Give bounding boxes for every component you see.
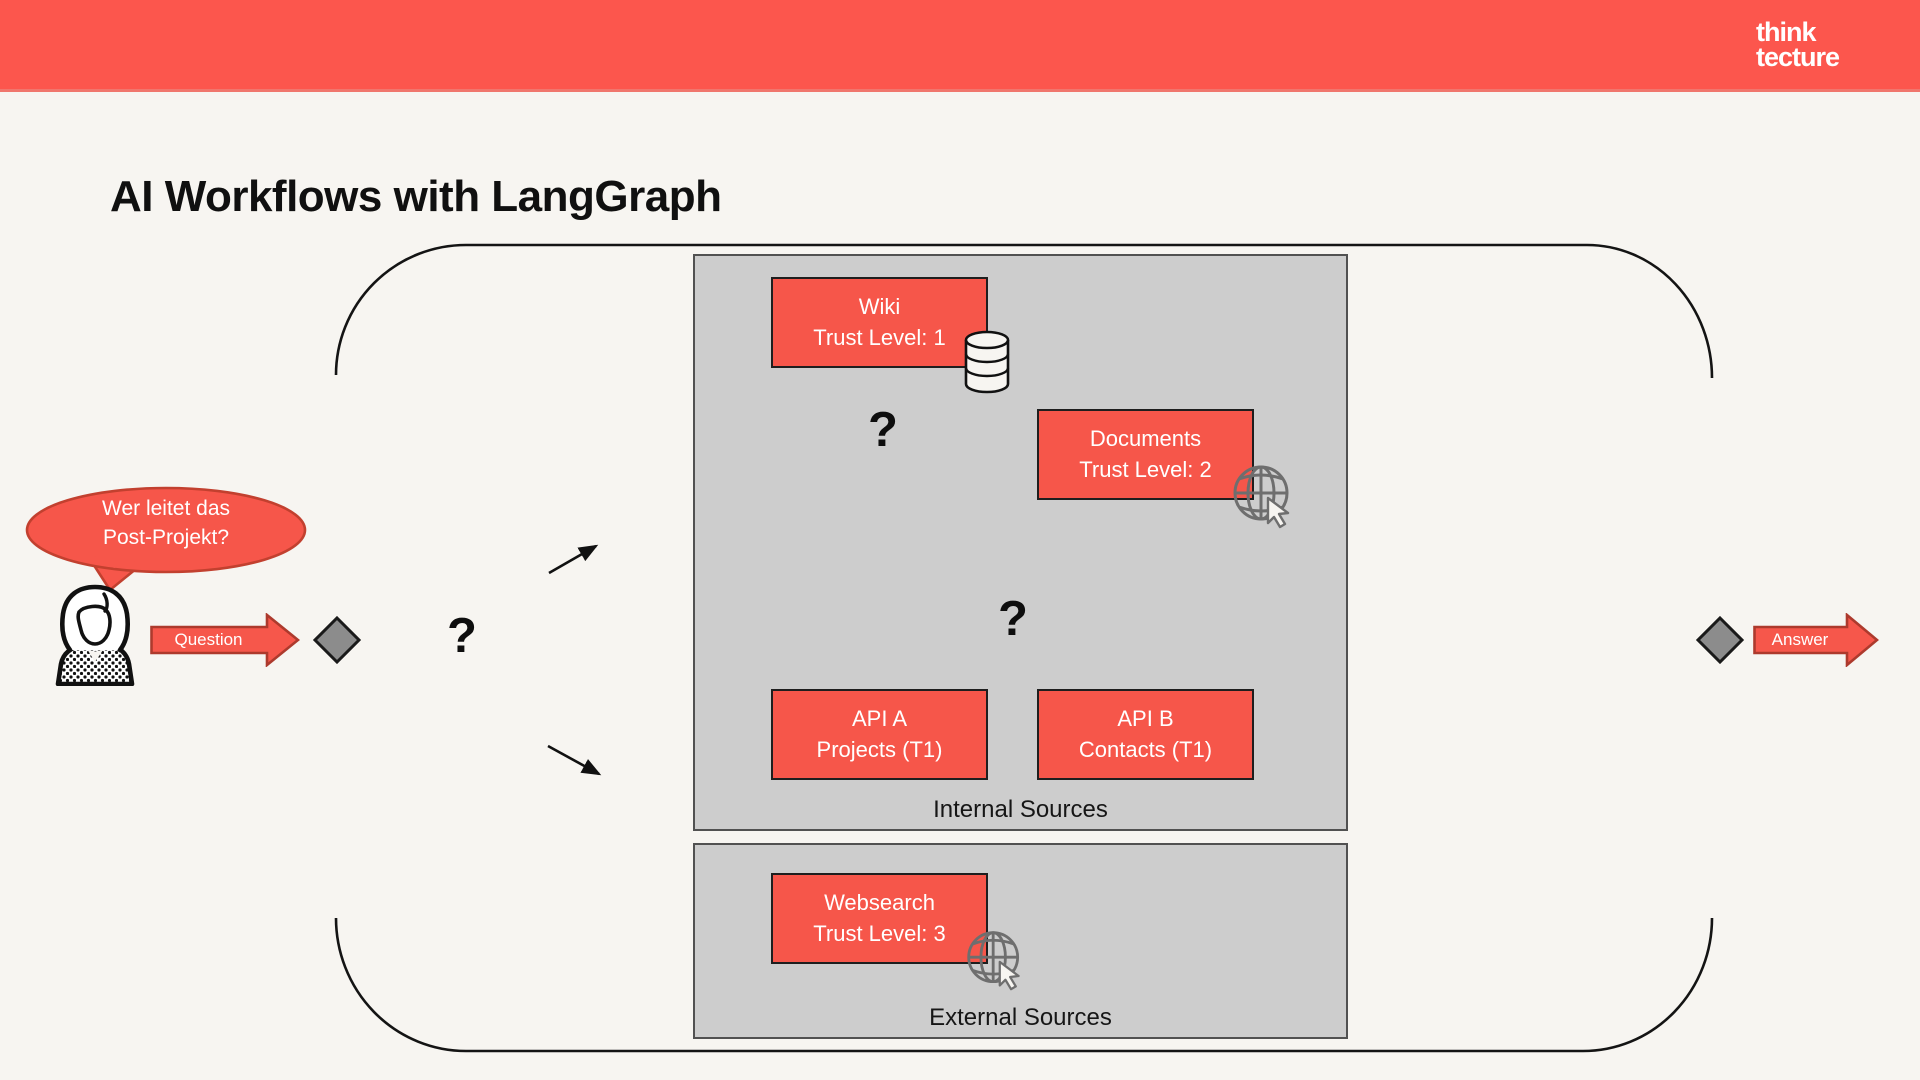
speech-bubble-text: Wer leitet das Post-Projekt? [24,495,308,553]
speech-bubble-shape [25,486,307,592]
globe-cursor-icon [967,931,1020,991]
answer-arrow: Answer [1753,612,1880,668]
diamond-icon-right [1696,616,1744,664]
thinktecture-logo: think tecture [1756,17,1840,72]
globe-cursor-icon [1233,465,1290,529]
node-wiki-title: Wiki [858,294,901,320]
node-api-a-sub: Projects (T1) [816,736,943,762]
arrow-router-up [548,544,599,575]
node-api-a-title: API A [851,706,908,732]
node-wiki-trust: Trust Level: 1 [813,324,946,350]
node-websearch-trust: Trust Level: 3 [813,920,946,946]
question-arrow-label: Question [174,630,243,649]
speech-bubble-line-1: Wer leitet das [102,497,230,520]
node-documents-trust: Trust Level: 2 [1079,456,1212,482]
diamond-icon-left [313,616,361,664]
answer-arrow-label: Answer [1771,630,1829,649]
question-mark-apis: ? [998,592,1028,646]
question-arrow-shape [150,612,301,668]
node-api-b: API B Contacts (T1) [1037,689,1254,780]
question-arrow: Question [150,612,301,668]
logo-line-2: tecture [1756,41,1840,72]
node-api-a: API A Projects (T1) [771,689,988,780]
question-mark-router: ? [447,609,477,663]
node-websearch: Websearch Trust Level: 3 [771,873,988,964]
node-api-b-sub: Contacts (T1) [1078,736,1213,762]
logo-line-1: think [1756,17,1817,47]
node-websearch-title: Websearch [824,890,935,916]
node-wiki: Wiki Trust Level: 1 [771,277,988,368]
arrow-router-down [547,744,602,776]
person-icon [55,584,135,686]
node-documents-title: Documents [1089,426,1202,452]
question-mark-wiki: ? [868,403,898,457]
internal-sources-label: Internal Sources [933,796,1108,823]
node-documents: Documents Trust Level: 2 [1037,409,1254,500]
speech-bubble-line-2: Post-Projekt? [102,525,230,549]
page-title: AI Workflows with LangGraph [110,172,722,221]
external-sources-label: External Sources [929,1004,1112,1031]
database-icon [964,330,1010,394]
answer-arrow-shape [1753,612,1880,668]
header-bar: think tecture [0,0,1920,92]
speech-bubble: Wer leitet das Post-Projekt? [24,486,314,602]
node-api-b-title: API B [1117,706,1174,732]
